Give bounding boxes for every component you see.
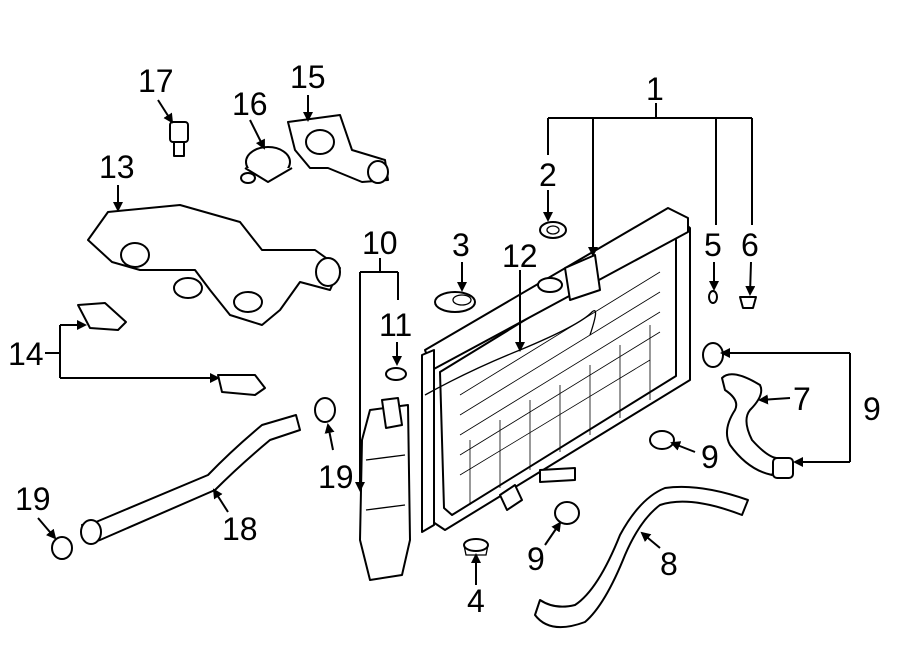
callout-2: 2 <box>539 157 557 193</box>
coolant-reservoir[interactable] <box>359 397 411 581</box>
hose-clamp-top[interactable] <box>702 342 724 368</box>
overflow-hose[interactable] <box>424 310 597 396</box>
hose-clamp-radiator[interactable] <box>649 430 675 450</box>
thermostat-housing[interactable] <box>287 114 389 184</box>
leader-lines <box>37 95 851 585</box>
callout-10: 10 <box>362 225 398 261</box>
callout-6: 6 <box>741 227 759 263</box>
pipe-seal-upper[interactable] <box>314 397 336 423</box>
callout-11: 11 <box>379 307 412 343</box>
callout-18: 18 <box>222 511 258 547</box>
callout-17: 17 <box>138 63 174 99</box>
thermostat[interactable] <box>240 146 293 184</box>
seal[interactable] <box>708 290 718 304</box>
callout-8: 8 <box>660 546 678 582</box>
callout-13: 13 <box>99 149 135 185</box>
hose-clamp-lower[interactable] <box>554 501 580 525</box>
clip[interactable] <box>739 296 757 309</box>
hose-clamp-bottom[interactable] <box>772 457 794 479</box>
callout-16: 16 <box>232 86 268 122</box>
upper-hose[interactable] <box>721 373 781 476</box>
callout-19-upper: 19 <box>318 459 354 495</box>
lower-hose[interactable] <box>534 485 749 629</box>
radiator-cap[interactable] <box>539 221 567 239</box>
temperature-sensor[interactable] <box>169 121 189 157</box>
callout-4: 4 <box>467 583 485 619</box>
gasket-upper[interactable] <box>77 302 127 331</box>
callout-15: 15 <box>290 59 326 95</box>
callout-12: 12 <box>502 238 538 274</box>
callout-1: 1 <box>646 71 664 107</box>
reservoir-cap[interactable] <box>434 291 476 313</box>
callout-9-right: 9 <box>863 391 881 427</box>
water-pipe-end <box>80 519 102 545</box>
radiator-cap-center <box>546 225 560 235</box>
callout-9-lower: 9 <box>527 541 545 577</box>
drain-plug[interactable] <box>463 538 489 556</box>
water-outlet-pipe[interactable] <box>87 204 341 326</box>
water-pipe[interactable] <box>81 414 301 542</box>
pipe-seal-lower[interactable] <box>51 536 73 560</box>
gasket-lower[interactable] <box>217 374 266 396</box>
callout-9-middle: 9 <box>701 439 719 475</box>
reservoir-seal[interactable] <box>385 367 407 381</box>
callout-7: 7 <box>793 381 811 417</box>
callout-14: 14 <box>8 336 44 372</box>
callout-5: 5 <box>704 227 722 263</box>
radiator[interactable] <box>421 207 691 533</box>
callout-19-lower: 19 <box>15 481 51 517</box>
callout-3: 3 <box>452 227 470 263</box>
